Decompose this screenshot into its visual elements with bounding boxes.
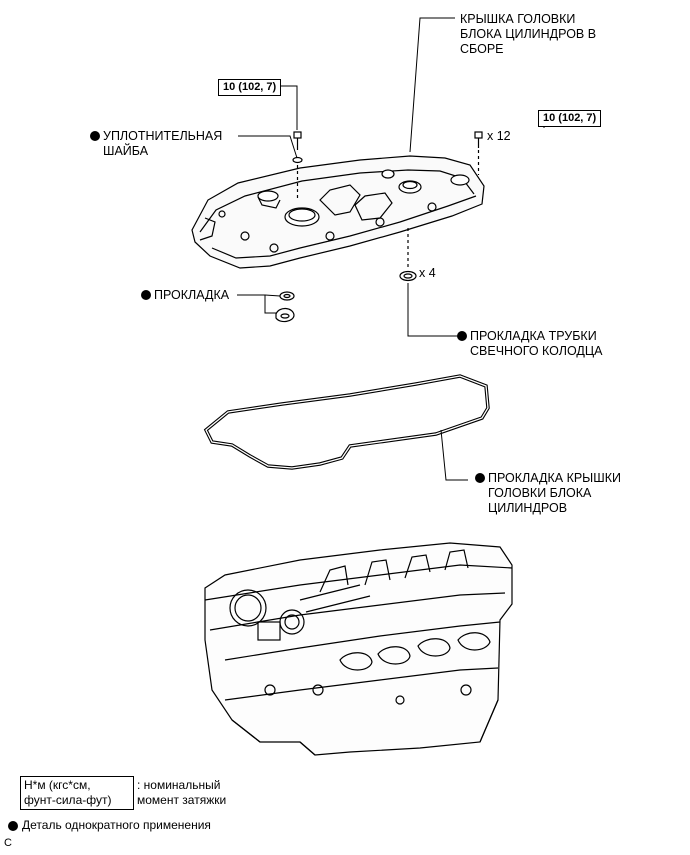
torque-spec-right: 10 (102, 7) [538, 110, 602, 127]
qty-bolts: x 12 [487, 129, 511, 143]
leader-lines [237, 17, 545, 481]
single-use-dot [475, 473, 485, 483]
corner-mark: C [4, 837, 12, 849]
qty-plug-gaskets: x 4 [419, 266, 436, 280]
legend-units-box: Н*м (кгс*см, фунт-сила-фут) [20, 776, 134, 810]
label-seal-washer: УПЛОТНИТЕЛЬНАЯ ШАЙБА [90, 129, 222, 159]
single-use-dot [141, 290, 151, 300]
torque-spec-left: 10 (102, 7) [218, 79, 282, 96]
single-use-dot [457, 331, 467, 341]
cylinder-head-drawing [204, 542, 513, 756]
label-gasket: ПРОКЛАДКА [141, 288, 229, 303]
single-use-bullet [8, 821, 18, 831]
legend-units-description: : номинальный момент затяжки [137, 778, 227, 807]
cover-gasket-inner [205, 375, 489, 469]
label-plug-tube-gasket: ПРОКЛАДКА ТРУБКИ СВЕЧНОГО КОЛОДЦА [457, 329, 602, 359]
legend-single-use: Деталь однократного применения [22, 818, 211, 832]
single-use-dot [90, 131, 100, 141]
label-cover-gasket: ПРОКЛАДКА КРЫШКИ ГОЛОВКИ БЛОКА ЦИЛИНДРОВ [475, 471, 621, 516]
small-parts [275, 131, 483, 323]
label-cover-assembly: КРЫШКА ГОЛОВКИ БЛОКА ЦИЛИНДРОВ В СБОРЕ [460, 12, 597, 56]
cylinder-head-cover-drawing [191, 155, 485, 269]
